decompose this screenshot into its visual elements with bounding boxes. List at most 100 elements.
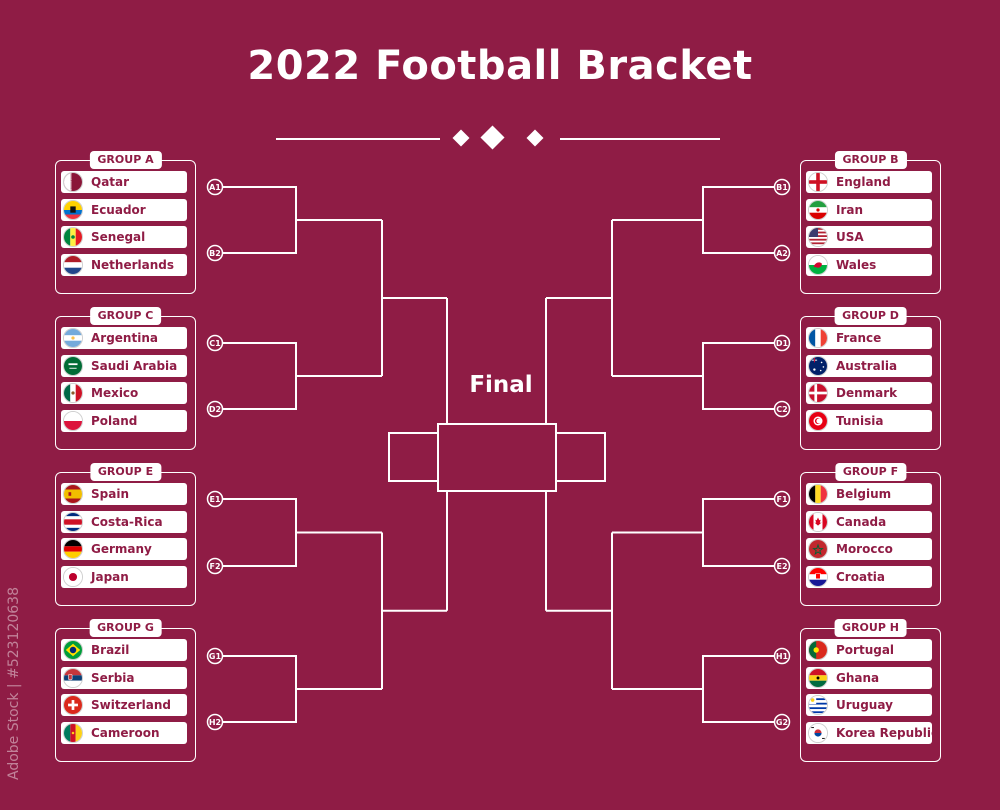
- seed-label: E2: [776, 562, 787, 571]
- team-row: Germany: [61, 538, 187, 560]
- argentina-flag-icon: [63, 328, 83, 348]
- seed-label-circle: [773, 400, 791, 418]
- left-r16-bracket: [222, 498, 297, 567]
- team-row: Argentina: [61, 327, 187, 349]
- seed-label-circle: [206, 178, 224, 196]
- seed-label-circle: [773, 647, 791, 665]
- korea-republic-flag-icon: [808, 722, 828, 743]
- portugal-flag-icon: [808, 640, 828, 660]
- team-name: Mexico: [91, 386, 139, 400]
- team-name: Ghana: [836, 670, 880, 685]
- qatar-flag-icon: [63, 172, 83, 192]
- team-name: Germany: [91, 542, 152, 556]
- team-row: France: [806, 327, 932, 349]
- team-name: Ecuador: [91, 202, 146, 217]
- belgium-flag-icon: [808, 484, 828, 504]
- team-row: Korea Republic: [806, 721, 938, 744]
- team-row: Belgium: [806, 483, 932, 505]
- team-row: Australia: [806, 354, 932, 377]
- team-name: Brazil: [91, 643, 130, 657]
- team-row: Spain: [61, 483, 187, 505]
- team-row: Denmark: [806, 382, 932, 404]
- team-name: Korea Republic: [836, 725, 939, 740]
- japan-flag-icon: [63, 566, 83, 587]
- ghana-flag-icon: [808, 667, 828, 688]
- team-row: Saudi Arabia: [61, 354, 187, 377]
- team-row: Wales: [806, 253, 932, 276]
- watermark: Adobe Stock | #523120638: [6, 587, 22, 780]
- poland-flag-icon: [63, 410, 83, 431]
- seed-label-circle: [206, 713, 224, 731]
- saudi-arabia-flag-icon: [63, 355, 83, 376]
- croatia-flag-icon: [808, 566, 828, 587]
- seed-label: F1: [776, 495, 787, 504]
- team-row: Canada: [806, 510, 932, 533]
- group-label: GROUP B: [834, 151, 907, 169]
- canada-flag-icon: [808, 511, 828, 532]
- team-name: Switzerland: [91, 698, 171, 712]
- final-right-box: [556, 432, 606, 482]
- final-box: [437, 423, 557, 492]
- seed-label: D1: [776, 339, 789, 348]
- team-name: Canada: [836, 514, 887, 529]
- group-label: GROUP D: [834, 307, 907, 325]
- seed-label-circle: [773, 334, 791, 352]
- team-name: Spain: [91, 487, 129, 501]
- seed-label: B2: [209, 249, 221, 258]
- right-r16-bracket: [702, 342, 776, 410]
- usa-flag-icon: [808, 227, 828, 247]
- spain-flag-icon: [63, 484, 83, 504]
- team-name: Argentina: [91, 331, 158, 345]
- team-row: Tunisia: [806, 409, 932, 432]
- team-row: USA: [806, 226, 932, 248]
- seed-label: G2: [776, 718, 788, 727]
- final-left-box: [388, 432, 438, 482]
- seed-label: C1: [209, 339, 221, 348]
- seed-label-circle: [206, 647, 224, 665]
- seed-label: C2: [776, 405, 787, 414]
- team-row: Portugal: [806, 639, 932, 661]
- left-r16-bracket: [222, 186, 297, 254]
- team-row: England: [806, 171, 932, 193]
- senegal-flag-icon: [63, 227, 83, 247]
- right-r16-bracket: [702, 655, 776, 723]
- team-row: Croatia: [806, 565, 932, 588]
- team-name: Belgium: [836, 487, 892, 501]
- left-r16-bracket: [222, 342, 297, 410]
- team-row: Switzerland: [61, 694, 187, 716]
- team-row: Japan: [61, 565, 187, 588]
- seed-label-circle: [206, 244, 224, 262]
- australia-flag-icon: [808, 355, 828, 376]
- group-label: GROUP H: [834, 619, 907, 637]
- seed-label-circle: [773, 713, 791, 731]
- seed-label: F2: [209, 562, 220, 571]
- seed-label: H1: [776, 652, 789, 661]
- group-label: GROUP G: [89, 619, 162, 637]
- team-name: USA: [836, 230, 864, 244]
- team-name: Cameroon: [91, 725, 160, 740]
- left-r16-bracket: [222, 655, 297, 723]
- cameroon-flag-icon: [63, 722, 83, 743]
- team-name: Poland: [91, 413, 138, 428]
- group-label: GROUP A: [89, 151, 162, 169]
- brazil-flag-icon: [63, 640, 83, 660]
- seed-label-circle: [206, 490, 224, 508]
- team-name: Netherlands: [91, 257, 175, 272]
- team-name: Saudi Arabia: [91, 358, 178, 373]
- morocco-flag-icon: [808, 539, 828, 559]
- team-row: Costa-Rica: [61, 510, 187, 533]
- netherlands-flag-icon: [63, 254, 83, 275]
- switzerland-flag-icon: [63, 695, 83, 715]
- seed-label: B1: [776, 183, 788, 192]
- team-row: Netherlands: [61, 253, 187, 276]
- final-label: Final: [469, 372, 533, 398]
- team-name: Portugal: [836, 643, 895, 657]
- team-name: England: [836, 175, 891, 189]
- team-name: Morocco: [836, 542, 893, 556]
